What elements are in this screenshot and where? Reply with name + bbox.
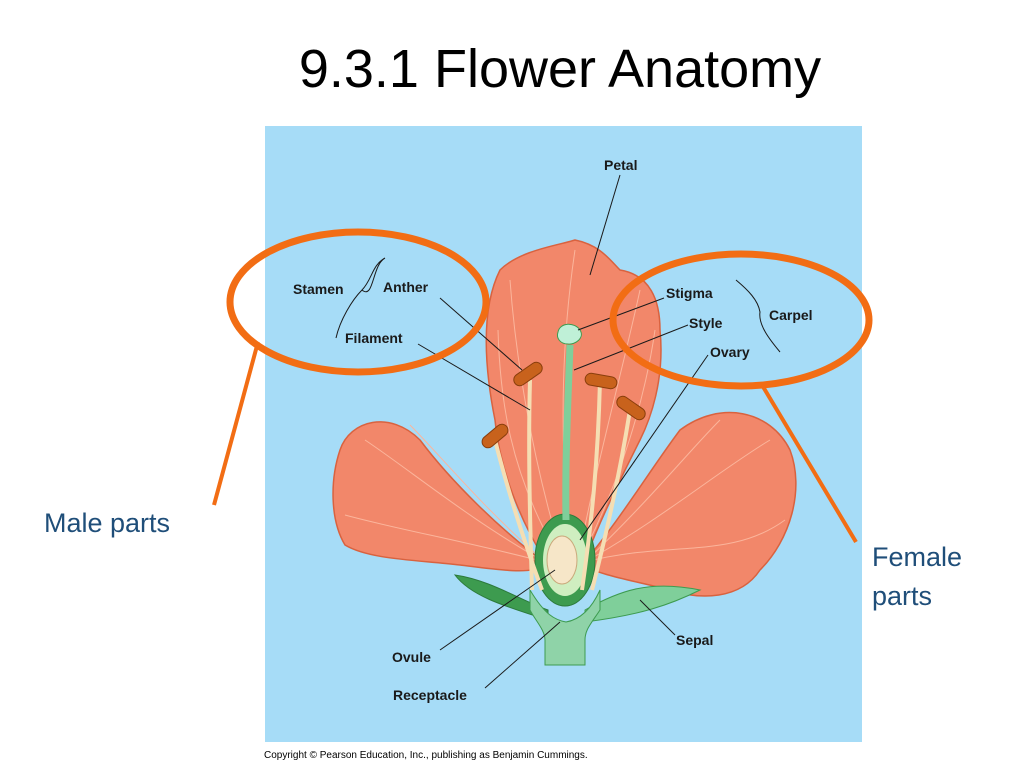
male-parts-label: Male parts [44, 508, 171, 538]
style [562, 344, 574, 521]
label-filament: Filament [345, 330, 403, 346]
male-pointer-line [212, 341, 260, 506]
left-petal [332, 421, 550, 572]
label-stigma: Stigma [666, 285, 713, 301]
label-receptacle: Receptacle [393, 687, 467, 703]
filaments [493, 379, 632, 591]
female-pointer-line [760, 383, 858, 544]
male-parts-ring [226, 228, 490, 376]
ovule [546, 535, 578, 585]
label-ovary: Ovary [710, 344, 750, 360]
stamen-bracket [335, 257, 386, 339]
receptacle [529, 588, 601, 666]
page-title: 9.3.1 Flower Anatomy [298, 39, 822, 99]
female-parts-ring [609, 250, 873, 390]
label-style: Style [689, 315, 723, 331]
left-petal-veins [344, 424, 546, 563]
left-sepal [453, 574, 549, 621]
right-sepal [584, 585, 702, 623]
label-carpel: Carpel [769, 307, 813, 323]
label-petal: Petal [604, 157, 637, 173]
right-petal-veins [584, 419, 786, 563]
anthers [481, 361, 646, 449]
label-stamen: Stamen [293, 281, 344, 297]
carpel-bracket [735, 279, 781, 353]
label-anther: Anther [383, 279, 429, 295]
female-parts-label: Female parts [872, 542, 963, 612]
label-ovule: Ovule [392, 649, 431, 665]
label-sepal: Sepal [676, 632, 713, 648]
copyright-notice: Copyright © Pearson Education, Inc., pub… [264, 750, 588, 761]
stigma [557, 323, 582, 345]
